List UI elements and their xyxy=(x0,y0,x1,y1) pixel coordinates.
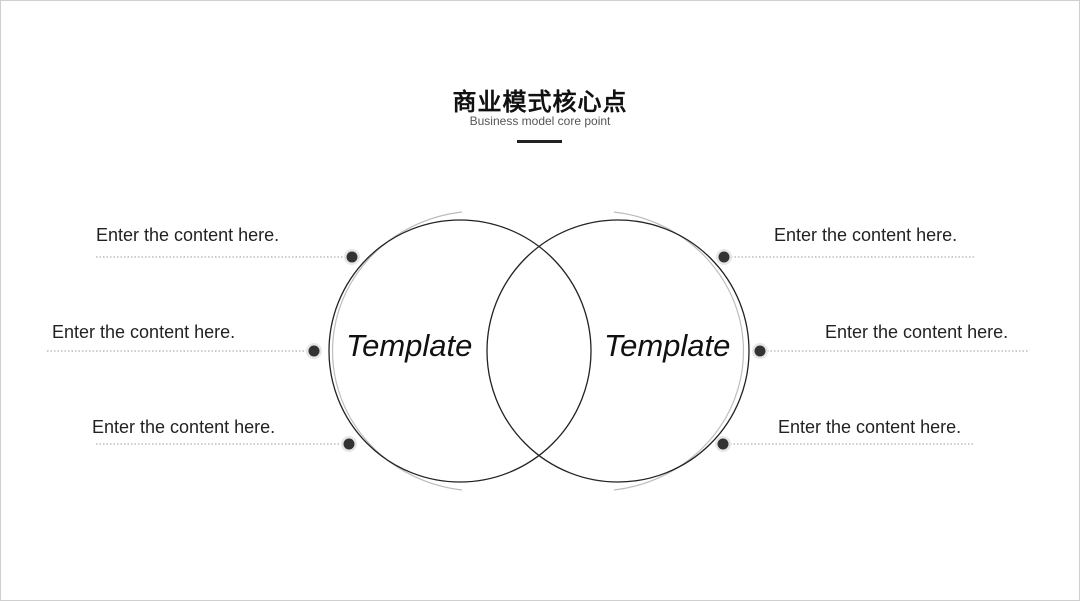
dot-left-2 xyxy=(306,343,322,359)
dot-right-2 xyxy=(752,343,768,359)
outer-arc-left xyxy=(332,211,463,491)
dot-right-1 xyxy=(716,249,732,265)
left-circle-label: Template xyxy=(346,328,473,363)
dot-right-3 xyxy=(715,436,731,452)
right-item-1: Enter the content here. xyxy=(774,225,958,245)
page-subtitle: Business model core point xyxy=(469,114,611,128)
left-item-1: Enter the content here. xyxy=(96,225,280,245)
dot-left-3 xyxy=(341,436,357,452)
left-item-3: Enter the content here. xyxy=(92,417,276,437)
right-item-2: Enter the content here. xyxy=(825,322,1009,342)
title-underline xyxy=(517,140,562,143)
right-item-3: Enter the content here. xyxy=(778,417,962,437)
left-circle xyxy=(328,219,592,483)
dot-left-1 xyxy=(344,249,360,265)
page-title: 商业模式核心点 xyxy=(452,88,628,116)
left-item-2: Enter the content here. xyxy=(52,322,236,342)
right-circle-label: Template xyxy=(604,328,731,363)
right-circle xyxy=(486,219,750,483)
